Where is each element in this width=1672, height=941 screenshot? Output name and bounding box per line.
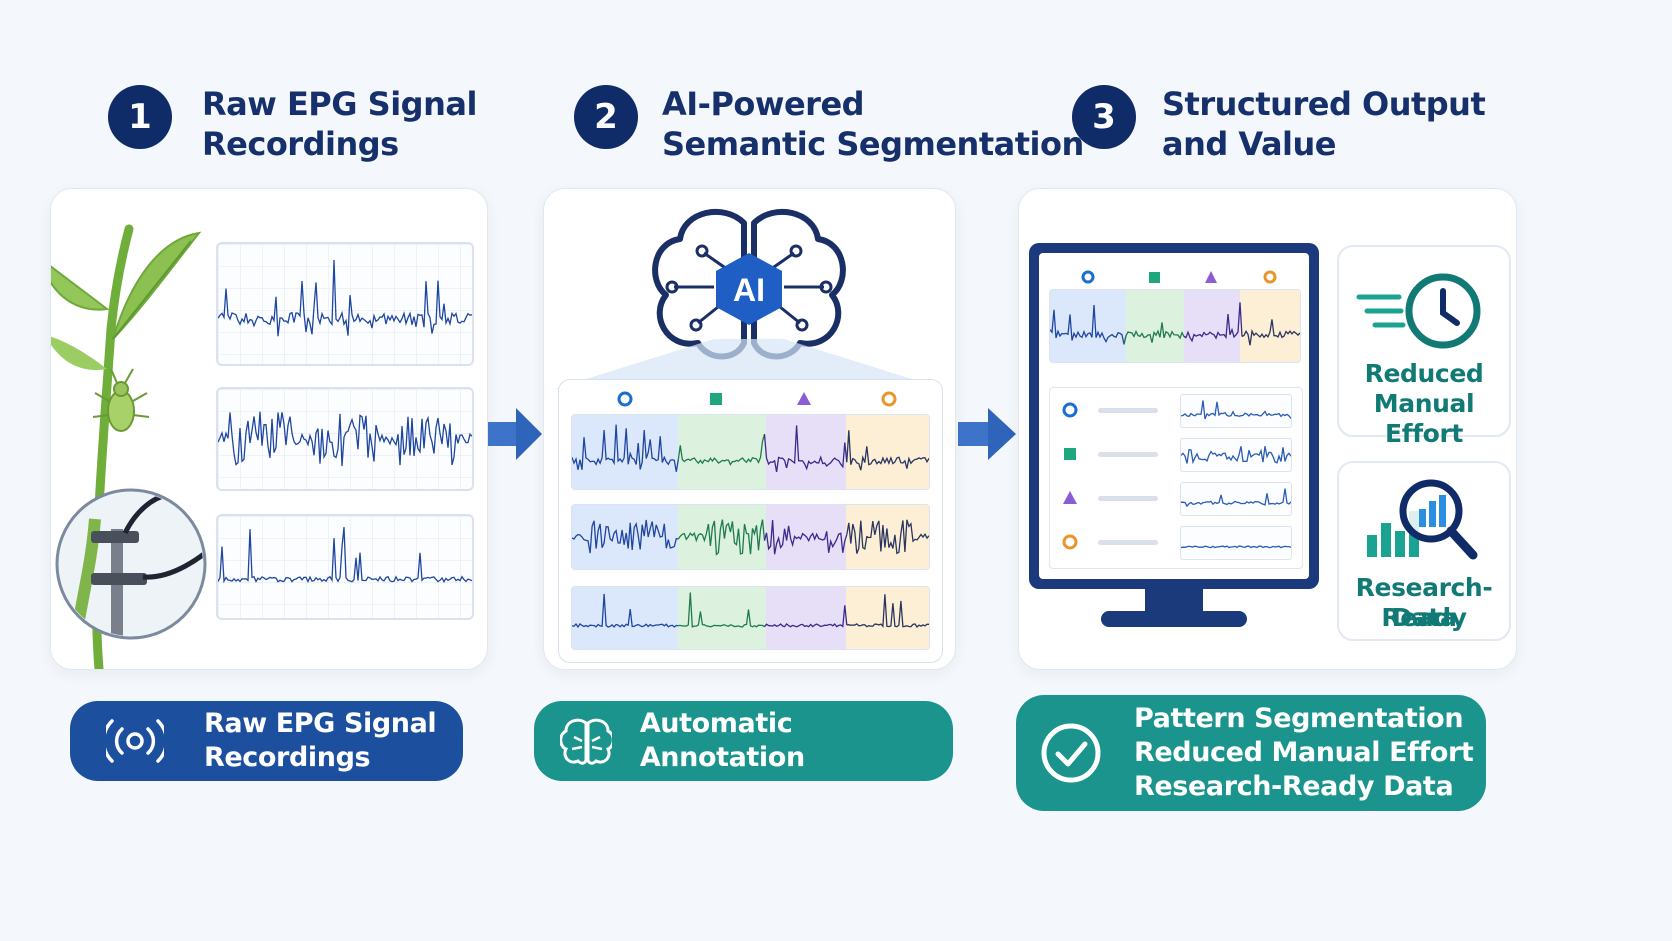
pill-3-line2: Reduced Manual Effort [1134,737,1474,768]
table-row [1050,520,1302,564]
monitor-segmented-trace [1050,302,1300,346]
value-card-2-line1: Research-Ready [1355,573,1493,632]
waveform-line [1181,400,1291,420]
waveform-segment [1050,305,1127,345]
table-row [1050,476,1302,520]
step-1-title-line2: Recordings [202,125,399,163]
raw-signal-panel-2 [216,387,474,491]
raw-signal-trace-3 [218,527,472,584]
waveform-segment [846,594,929,628]
monitor-frame [1029,243,1319,589]
value-card-reduced-effort: Reduced Manual Effort [1337,245,1511,448]
raw-signal-trace-2 [218,411,472,467]
monitor-segmented-row [1049,289,1301,363]
clock-icon [1356,273,1481,349]
segmented-trace-2 [572,519,929,556]
pill-1-line2: Recordings [204,742,371,773]
waveform-segment [1183,302,1243,343]
waveform-line [1181,446,1291,465]
waveform-segment [1123,322,1187,345]
class-orange-circle-marker [881,391,897,407]
value-card-1-line2: Manual Effort [1373,389,1475,448]
aphid-icon [92,368,150,432]
pill-structured-output: Pattern Segmentation Reduced Manual Effo… [1016,695,1486,811]
segmented-trace-3 [572,592,929,629]
waveform-segment [572,593,679,629]
flow-arrow-2 [958,408,1016,460]
table-row [1050,388,1302,432]
waveform-line [1181,545,1291,549]
monitor-class-markers [1081,270,1277,284]
segmented-row-3 [571,586,930,650]
waveform-segment [763,425,848,473]
segmented-row-1 [571,414,930,490]
raw-signal-trace-1 [218,259,472,337]
value-card-1-line1: Reduced [1364,359,1484,388]
structured-output-card: Reduced Manual Effort Research-Ready Dat… [1018,188,1517,670]
check-circle-icon [1041,723,1101,783]
monitor-stand-base [1101,611,1247,627]
pill-automatic-annotation: Automatic Annotation [534,701,953,781]
step-3-number: 3 [1072,85,1136,149]
waveform-segment [572,424,679,472]
monitor-stand-neck [1145,589,1203,613]
raw-signal-panel-1 [216,242,474,366]
waveform-line [1181,488,1291,508]
waveform-line [218,259,472,337]
step-2-title: AI-Powered Semantic Segmentation [662,84,1084,164]
waveform-segment [763,519,848,555]
step-1-number: 1 [108,85,172,149]
step-3-title: Structured Output and Value [1162,84,1486,164]
pill-raw-signals: Raw EPG Signal Recordings [70,701,463,781]
step-1-title: Raw EPG Signal Recordings [202,84,477,164]
step-3-title-line2: and Value [1162,125,1336,163]
step-3-title-line1: Structured Output [1162,85,1486,123]
class-square-marker [710,393,722,405]
ai-segmentation-card: AI [543,188,956,670]
table-row [1050,432,1302,476]
monitor-class-table [1049,387,1303,569]
magnifier-chart-icon [1367,479,1478,560]
value-card-2-line2: Data [1391,603,1457,632]
waveform-segment [846,430,929,471]
segmentation-panel [558,379,943,663]
step-2-number: 2 [574,85,638,149]
value-card-research-ready: Research-Ready Data [1337,461,1511,641]
class-marker-row [617,391,897,407]
ai-brain-icon: AI [652,208,846,360]
pill-1-line1: Raw EPG Signal [204,708,437,739]
waveform-segment [677,434,766,466]
waveform-segment [846,519,929,555]
monitor-screen [1039,253,1309,579]
segmented-trace-1 [572,424,929,473]
brain-icon [560,718,612,765]
plant-aphid-illustration [51,224,207,669]
segmented-row-2 [571,504,930,570]
waveform-segment [678,592,765,628]
waveform-line [218,411,472,467]
waveform-segment [572,519,679,554]
ai-badge-text: AI [733,272,765,308]
signal-icon [106,719,164,763]
ai-beam [554,339,944,389]
step-2-title-line2: Semantic Segmentation [662,125,1084,163]
waveform-segment [677,519,766,556]
raw-signal-panel-3 [216,514,474,620]
class-triangle-marker [797,392,811,405]
pill-2-label: Automatic Annotation [639,708,805,773]
step-1-title-line1: Raw EPG Signal [202,85,477,123]
pill-3-line3: Research-Ready Data [1134,771,1454,802]
raw-signals-card [50,188,488,670]
waveform-segment [763,605,848,628]
waveform-segment [1241,319,1300,346]
flow-arrow-1 [488,408,542,460]
class-circle-marker [617,391,633,407]
pill-3-line1: Pattern Segmentation [1134,703,1464,734]
step-2-title-line1: AI-Powered [662,85,865,123]
waveform-line [218,527,472,584]
